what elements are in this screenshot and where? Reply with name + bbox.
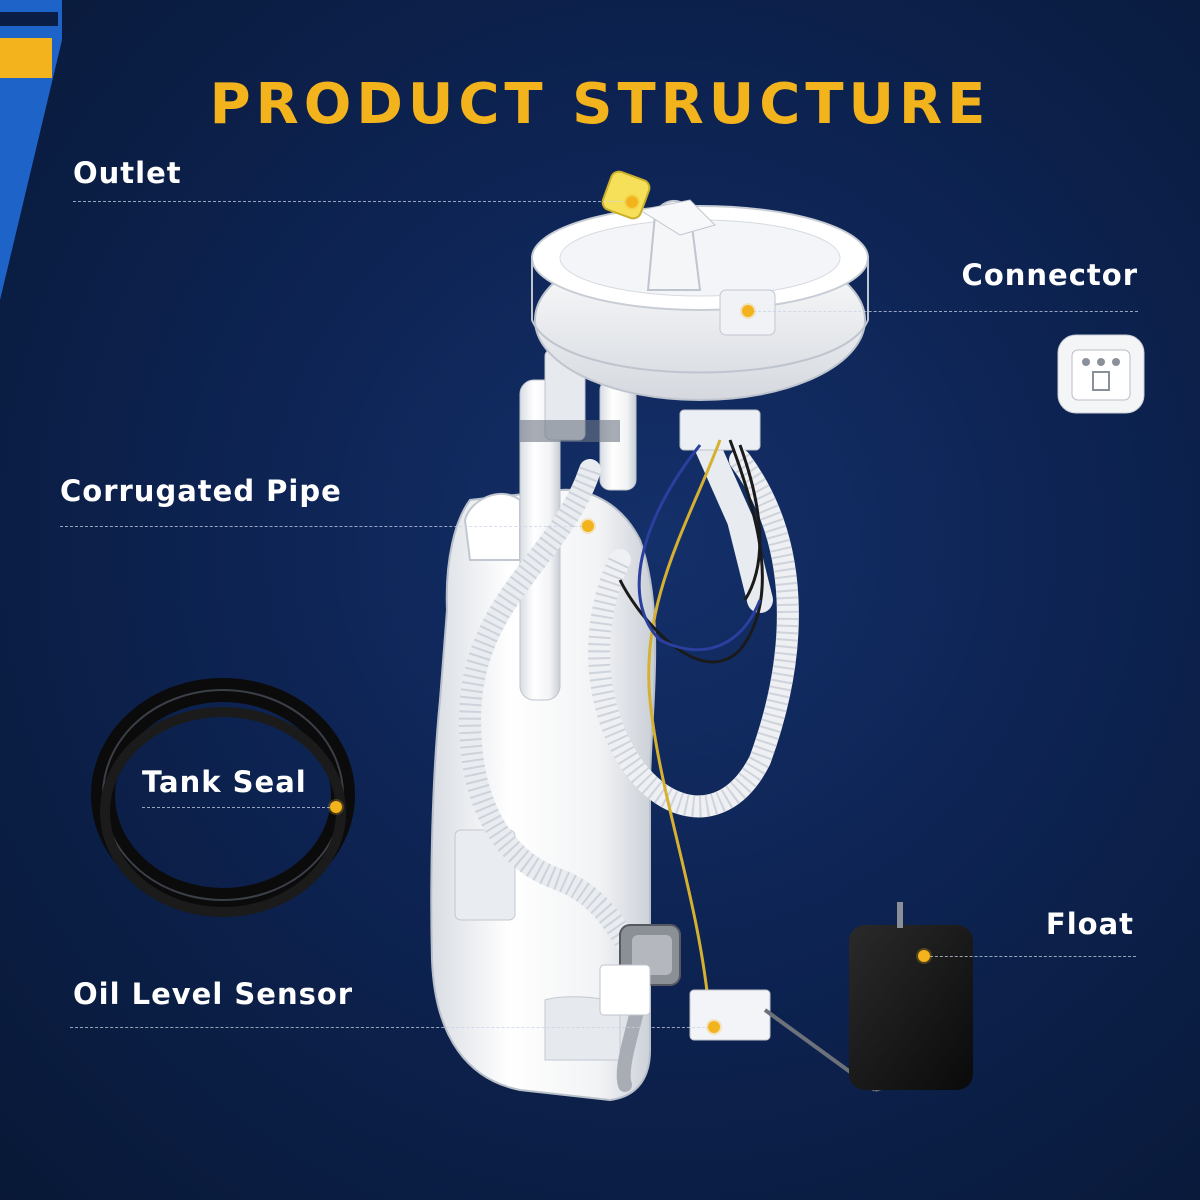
top-flange xyxy=(531,205,869,451)
wiring-harness xyxy=(618,439,764,1021)
label-connector: Connector xyxy=(961,258,1138,292)
connector-inset xyxy=(1057,334,1145,414)
dot-float xyxy=(918,950,930,962)
yellow-stripe xyxy=(0,38,52,78)
leader-connector xyxy=(753,311,1138,312)
dot-oil-level-sensor xyxy=(708,1021,720,1033)
float-block xyxy=(849,902,973,1090)
dot-outlet xyxy=(626,196,638,208)
leader-corrugated-pipe xyxy=(60,526,582,527)
leader-float xyxy=(930,956,1136,957)
dot-tank-seal xyxy=(330,801,342,813)
leader-tank-seal xyxy=(142,807,330,808)
dark-stripe xyxy=(0,12,58,26)
corner-stripes xyxy=(0,0,62,300)
oil-level-sensor-assembly xyxy=(599,924,891,1092)
dot-connector xyxy=(742,305,754,317)
label-float: Float xyxy=(1045,907,1134,941)
corrugated-pipes xyxy=(458,449,799,971)
label-tank-seal: Tank Seal xyxy=(142,765,307,799)
leader-outlet xyxy=(73,201,626,202)
leader-oil-level-sensor xyxy=(70,1027,710,1028)
label-oil-level-sensor: Oil Level Sensor xyxy=(73,977,354,1011)
dot-corrugated-pipe xyxy=(582,520,594,532)
label-corrugated-pipe: Corrugated Pipe xyxy=(60,474,342,508)
tank-seal-ring xyxy=(91,678,355,917)
outlet-fitting xyxy=(601,170,716,291)
page-title: PRODUCT STRUCTURE xyxy=(209,72,991,137)
label-outlet: Outlet xyxy=(73,156,182,190)
